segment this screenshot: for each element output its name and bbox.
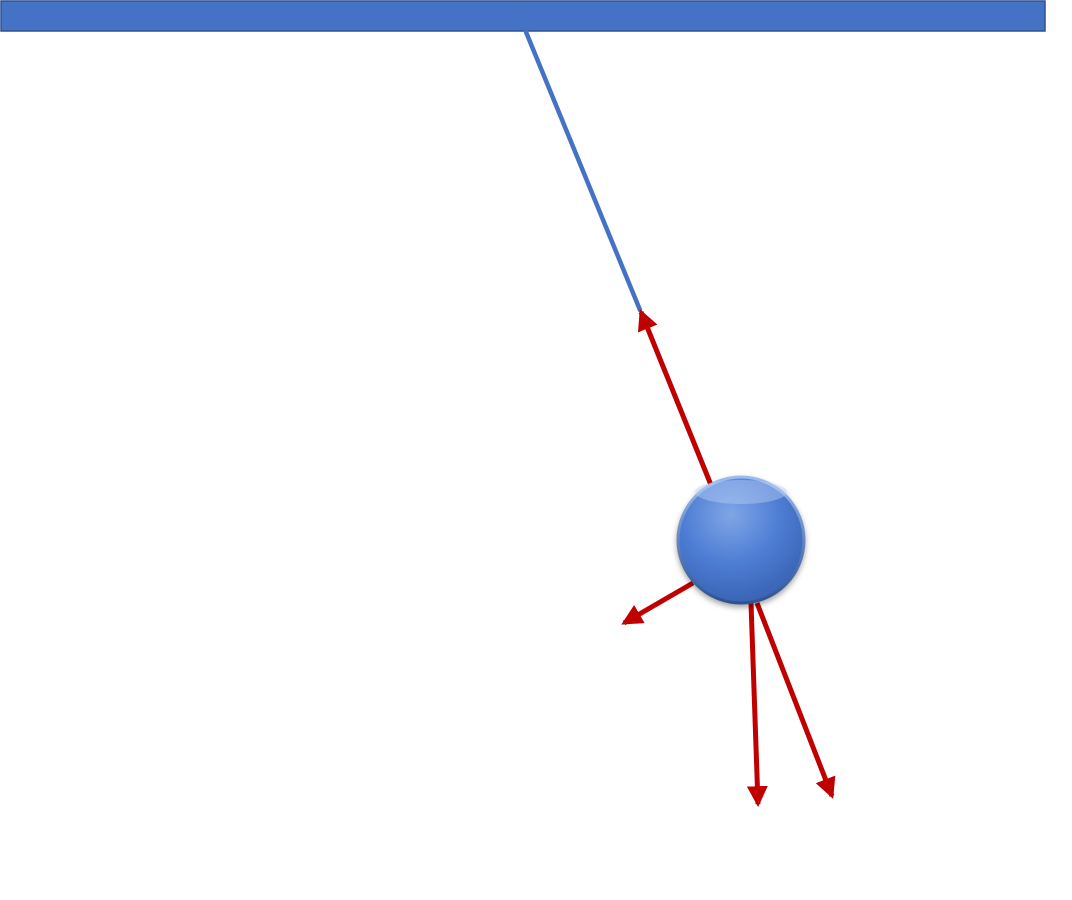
radial-force-arrow [754,602,836,799]
tension-force-arrow [637,309,714,486]
tangential-force-arrow [621,580,695,626]
pendulum-string [523,29,643,313]
pendulum-bob-body [676,475,806,605]
force-arrows-group [621,309,836,808]
ceiling-bar [0,0,1046,32]
weight-force-arrow [746,602,768,808]
pendulum-bob [676,475,806,605]
pendulum-bob-highlight [695,480,787,504]
